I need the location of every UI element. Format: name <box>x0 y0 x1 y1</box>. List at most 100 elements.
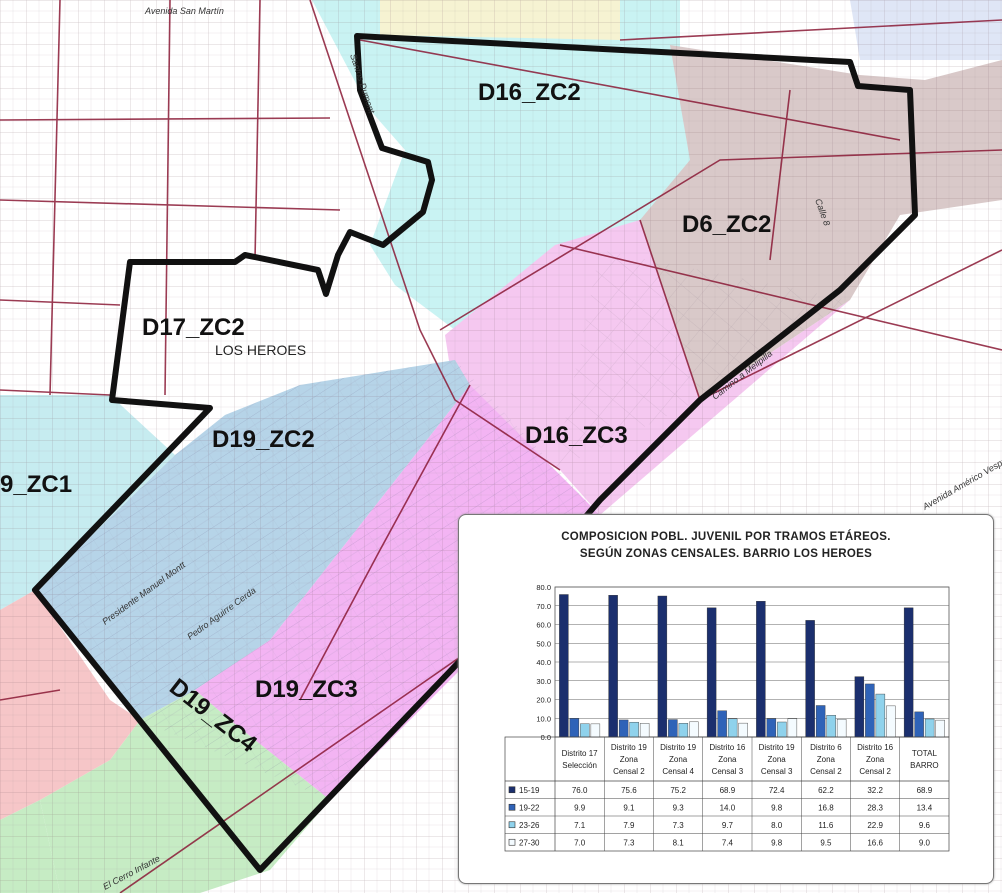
bar-19-22-6 <box>815 705 826 738</box>
bar-15-19-5 <box>756 601 766 738</box>
category-label: Distrito 6 <box>810 743 842 752</box>
data-value: 8.0 <box>771 821 783 830</box>
data-value: 7.9 <box>623 821 635 830</box>
category-label: Zona <box>669 755 688 764</box>
category-label: Censal 3 <box>761 767 793 776</box>
data-value: 9.7 <box>722 821 734 830</box>
chart-title-line-2: SEGÚN ZONAS CENSALES. BARRIO LOS HEROES <box>579 548 873 560</box>
category-label: Distrito 19 <box>611 743 648 752</box>
bar-19-22-5 <box>766 718 777 738</box>
data-value: 9.9 <box>574 803 586 812</box>
bar-27-30-3 <box>689 721 699 738</box>
category-label: Censal 3 <box>712 767 744 776</box>
category-label: Selección <box>562 761 597 770</box>
bar-19-22-8 <box>914 711 924 738</box>
bar-23-26-4 <box>727 718 738 738</box>
category-label: Censal 4 <box>662 767 694 776</box>
bar-27-30-1 <box>590 723 601 738</box>
bar-27-30-7 <box>886 705 896 738</box>
data-value: 7.3 <box>623 838 635 847</box>
bar-23-26-2 <box>629 721 639 738</box>
category-label: Distrito 17 <box>562 749 599 758</box>
data-value: 7.0 <box>574 838 586 847</box>
data-value: 9.8 <box>771 803 783 812</box>
category-label: TOTAL <box>912 749 938 758</box>
chart-title-line-1: COMPOSICION POBL. JUVENIL POR TRAMOS ETÁ… <box>561 531 891 543</box>
zone-label-d17-zc2: D17_ZC2 <box>142 314 245 341</box>
data-value: 68.9 <box>917 786 933 795</box>
bar-15-19-6 <box>805 620 815 738</box>
category-label: Distrito 19 <box>759 743 796 752</box>
neighborhood-label: LOS HEROES <box>215 342 306 358</box>
legend-label: 19-22 <box>519 803 540 812</box>
bar-23-26-3 <box>678 723 689 738</box>
category-label: BARRO <box>910 761 938 770</box>
y-tick-label: 60.0 <box>536 621 551 630</box>
category-label: Zona <box>866 755 885 764</box>
bar-19-22-1 <box>569 718 580 738</box>
data-value: 75.2 <box>670 786 686 795</box>
chart-title: COMPOSICION POBL. JUVENIL POR TRAMOS ETÁ… <box>459 529 993 563</box>
data-value: 32.2 <box>867 786 883 795</box>
data-value: 9.6 <box>919 821 931 830</box>
zone-label-d16-zc3: D16_ZC3 <box>525 422 628 449</box>
zone-label-d16-zc2: D16_ZC2 <box>478 79 581 106</box>
y-tick-label: 0.0 <box>541 733 551 742</box>
bar-15-19-3 <box>657 595 668 738</box>
bar-23-26-6 <box>826 715 836 738</box>
bar-23-26-1 <box>580 723 590 738</box>
bar-27-30-6 <box>836 718 847 738</box>
legend-swatch-19-22 <box>508 803 516 811</box>
data-value: 13.4 <box>917 803 933 812</box>
data-value: 9.0 <box>919 838 931 847</box>
category-label: Distrito 16 <box>857 743 894 752</box>
data-value: 75.6 <box>621 786 637 795</box>
data-value: 76.0 <box>572 786 588 795</box>
category-label: Distrito 16 <box>709 743 746 752</box>
data-value: 7.3 <box>673 821 685 830</box>
data-value: 9.3 <box>673 803 685 812</box>
bar-15-19-7 <box>854 676 865 738</box>
legend-swatch-23-26 <box>508 821 516 829</box>
legend-label: 23-26 <box>519 821 540 830</box>
bar-23-26-5 <box>777 721 787 738</box>
data-value: 9.1 <box>623 803 635 812</box>
category-label: Zona <box>817 755 836 764</box>
category-label: Censal 2 <box>859 767 891 776</box>
data-value: 28.3 <box>867 803 883 812</box>
los-heroes-boundary <box>32 33 918 873</box>
zone-label-d19-zc3: D19_ZC3 <box>255 676 358 703</box>
data-value: 22.9 <box>867 821 883 830</box>
data-value: 9.5 <box>820 838 832 847</box>
category-label: Zona <box>768 755 787 764</box>
legend-label: 27-30 <box>519 838 540 847</box>
zone-label-d19-zc2: D19_ZC2 <box>212 426 315 453</box>
data-value: 72.4 <box>769 786 785 795</box>
legend-swatch-27-30 <box>508 838 516 846</box>
bar-15-19-8 <box>903 607 914 738</box>
bar-15-19-2 <box>608 595 618 738</box>
y-tick-label: 50.0 <box>536 639 551 648</box>
y-tick-label: 70.0 <box>536 602 551 611</box>
y-tick-label: 40.0 <box>536 658 551 667</box>
category-label: Censal 2 <box>810 767 842 776</box>
y-tick-label: 80.0 <box>536 583 551 592</box>
data-table-frame <box>504 736 950 852</box>
category-label: Censal 2 <box>613 767 645 776</box>
bar-15-19-4 <box>706 607 717 738</box>
data-value: 7.1 <box>574 821 586 830</box>
data-value: 8.1 <box>673 838 685 847</box>
data-value: 9.8 <box>771 838 783 847</box>
data-value: 7.4 <box>722 838 734 847</box>
data-value: 62.2 <box>818 786 834 795</box>
category-label: Zona <box>620 755 639 764</box>
category-label: Zona <box>718 755 737 764</box>
bar-27-30-8 <box>935 719 945 738</box>
data-value: 14.0 <box>720 803 736 812</box>
street-label: Avenida San Martín <box>144 6 224 16</box>
zone-label-d6-zc2: D6_ZC2 <box>682 211 771 238</box>
bar-19-22-2 <box>618 719 629 738</box>
legend-swatch-15-19 <box>508 786 516 794</box>
data-value: 16.6 <box>867 838 883 847</box>
